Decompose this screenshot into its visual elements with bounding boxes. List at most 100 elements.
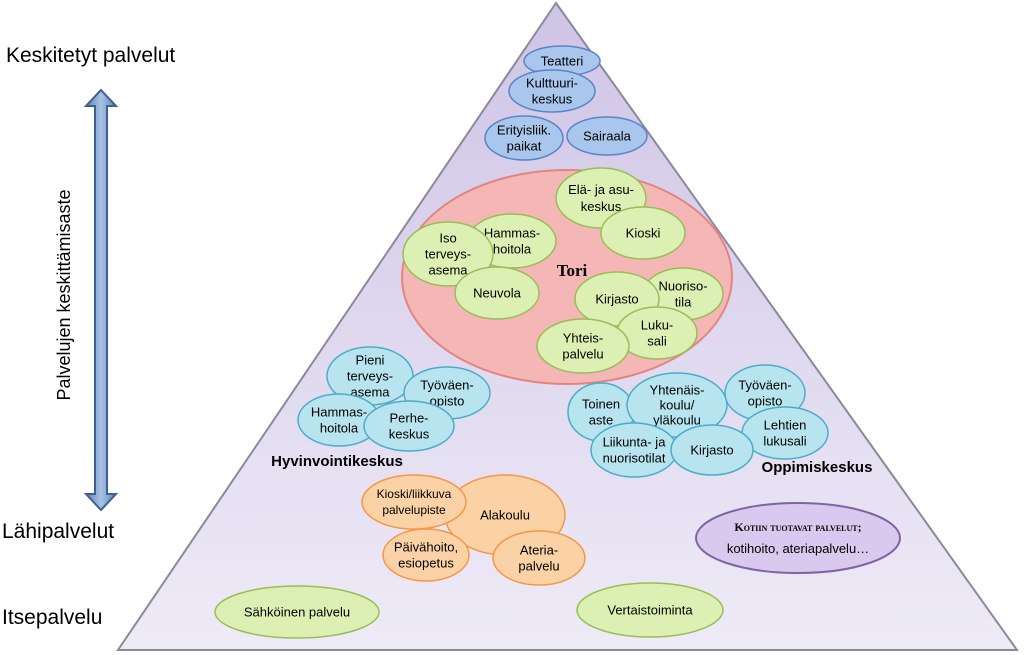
kotiin-tuotavat-bubble: Kotiin tuotavat palvelut; kotihoito, ater…: [695, 502, 901, 574]
ateria-bubble-text: Ateria-: [520, 543, 558, 558]
hammas-hyv-bubble-text: Hammas-: [311, 405, 367, 420]
neuvola-bubble-shape: [454, 266, 540, 320]
tori-label: Tori: [557, 261, 588, 280]
hammas-tori-bubble-text: hoitola: [493, 242, 532, 257]
kulttuurikeskus-bubble-text: keskus: [532, 92, 573, 107]
kulttuurikeskus-bubble-shape: [508, 69, 596, 113]
kotiin-tuotavat-title: Kotiin tuotavat palvelut;: [734, 520, 861, 534]
lehtien-bubble-text: Lehtien: [764, 418, 807, 433]
kioski-bubble: Kioski: [600, 206, 686, 260]
paivahoito-bubble: Päivähoito,esiopetus: [382, 528, 470, 582]
pieni-terveys-bubble-text: Pieni: [356, 353, 385, 368]
kirjasto-tori-bubble-text: Kirjasto: [595, 292, 638, 307]
kirjasto-opp-bubble-text: Kirjasto: [690, 443, 733, 458]
lukusali-bubble-text: sali: [647, 334, 667, 349]
liikunta-bubble-text: Liikunta- ja: [603, 435, 667, 450]
yhteispalvelu-bubble-text: Yhteis-: [563, 331, 603, 346]
ateria-bubble: Ateria-palvelu: [492, 530, 586, 586]
hammas-hyv-bubble-text: hoitola: [320, 421, 359, 436]
kulttuurikeskus-bubble: Kulttuuri-keskus: [508, 69, 596, 113]
perhe-bubble-text: Perhe-: [389, 411, 428, 426]
teatteri-bubble: Teatteri: [523, 45, 601, 77]
yhtenais-bubble-text: Yhtenäis-: [650, 383, 705, 398]
label-local-services: Lähipalvelut: [2, 520, 114, 543]
pieni-terveys-bubble-text: terveys-: [347, 369, 393, 384]
sahkoinen-bubble: Sähköinen palvelu: [214, 585, 380, 639]
erityisliik-bubble-shape: [484, 115, 564, 161]
lukusali-bubble-text: Luku-: [641, 318, 674, 333]
perhe-bubble-shape: [363, 400, 455, 452]
tyovaen-hyv-bubble-text: opisto: [430, 394, 465, 409]
yhteispalvelu-bubble: Yhteis-palvelu: [536, 318, 630, 374]
vertais-bubble-shape: [576, 582, 724, 638]
perhe-bubble-text: keskus: [389, 427, 430, 442]
erityisliik-bubble-text: paikat: [507, 139, 542, 154]
kioski-bubble-text: Kioski: [626, 226, 661, 241]
kulttuurikeskus-bubble-text: Kulttuuri-: [526, 76, 578, 91]
ateria-bubble-text: palvelu: [518, 559, 559, 574]
lukusali-bubble: Luku-sali: [616, 306, 698, 360]
kirjasto-opp-bubble: Kirjasto: [670, 424, 754, 476]
label-self-service: Itsepalvelu: [2, 606, 102, 629]
kirjasto-opp-bubble-shape: [670, 424, 754, 476]
perhe-bubble: Perhe-keskus: [363, 400, 455, 452]
lehtien-bubble-text: lukusali: [763, 434, 806, 449]
yhtenais-bubble-text: yläkoulu: [653, 413, 701, 428]
erityisliik-bubble: Erityisliik.paikat: [484, 115, 564, 161]
ateria-bubble-shape: [492, 530, 586, 586]
yhtenais-bubble-text: koulu/: [660, 398, 695, 413]
kioski-liikkuva-bubble: Kioski/liikkuva palvelupiste: [361, 474, 467, 530]
nuoriso-bubble-text: Nuoriso-: [658, 279, 707, 294]
centralization-double-arrow: [83, 88, 119, 512]
sairaala-bubble-shape: [566, 116, 648, 156]
yhteispalvelu-bubble-text: palvelu: [562, 347, 603, 362]
iso-terveys-bubble-text: asema: [428, 263, 468, 278]
paivahoito-bubble-shape: [382, 528, 470, 582]
kotiin-tuotavat-shape: [695, 502, 901, 574]
oppimiskeskus-label: Oppimiskeskus: [762, 459, 873, 476]
sahkoinen-bubble-text: Sähköinen palvelu: [244, 605, 350, 620]
vertais-bubble: Vertaistoiminta: [576, 582, 724, 638]
iso-terveys-bubble-text: terveys-: [425, 247, 471, 262]
kioski-liikkuva-bubble-text: Kioski/liikkuva: [377, 487, 452, 501]
neuvola-bubble-text: Neuvola: [473, 286, 521, 301]
pieni-terveys-bubble-text: asema: [350, 385, 390, 400]
sahkoinen-bubble-shape: [214, 585, 380, 639]
nuoriso-bubble-text: tila: [675, 295, 692, 310]
kioski-liikkuva-bubble-shape: [361, 474, 467, 530]
vertais-bubble-text: Vertaistoiminta: [607, 603, 693, 618]
paivahoito-bubble-text: esiopetus: [398, 556, 454, 571]
tyovaen-hyv-bubble-text: Työväen-: [420, 378, 473, 393]
ela-asu-bubble-text: Elä- ja asu-: [568, 182, 634, 197]
ela-asu-bubble-text: keskus: [581, 199, 622, 214]
sairaala-bubble: Sairaala: [566, 116, 648, 156]
hyvinvointikeskus-label: Hyvinvointikeskus: [271, 453, 403, 470]
teatteri-bubble-text: Teatteri: [541, 54, 584, 69]
sairaala-bubble-text: Sairaala: [583, 129, 631, 144]
hammas-tori-bubble-text: Hammas-: [484, 226, 540, 241]
neuvola-bubble: Neuvola: [454, 266, 540, 320]
kioski-bubble-shape: [600, 206, 686, 260]
paivahoito-bubble-text: Päivähoito,: [394, 540, 458, 555]
liikunta-bubble-text: nuorisotilat: [603, 451, 666, 466]
iso-terveys-bubble-shape: [402, 221, 494, 287]
yhtenais-bubble: Yhtenäis-koulu/yläkoulu: [626, 372, 728, 438]
hammas-hyv-bubble: Hammas-hoitola: [297, 393, 381, 447]
toinen-aste-bubble-text: aste: [589, 413, 614, 428]
iso-terveys-bubble-text: Iso: [439, 231, 456, 246]
erityisliik-bubble-text: Erityisliik.: [497, 123, 551, 138]
kotiin-tuotavat-text: kotihoito, ateriapalvelu…: [727, 541, 869, 556]
tyovaen-opp-bubble-text: Työväen-: [738, 378, 791, 393]
label-centralized-services: Keskitetyt palvelut: [6, 44, 175, 67]
toinen-aste-bubble-text: Toinen: [582, 397, 620, 412]
alakoulu-bubble-text: Alakoulu: [480, 508, 530, 523]
yhteispalvelu-bubble-shape: [536, 318, 630, 374]
tyovaen-opp-bubble-text: opisto: [748, 394, 783, 409]
kioski-liikkuva-bubble-text: palvelupiste: [382, 503, 446, 517]
